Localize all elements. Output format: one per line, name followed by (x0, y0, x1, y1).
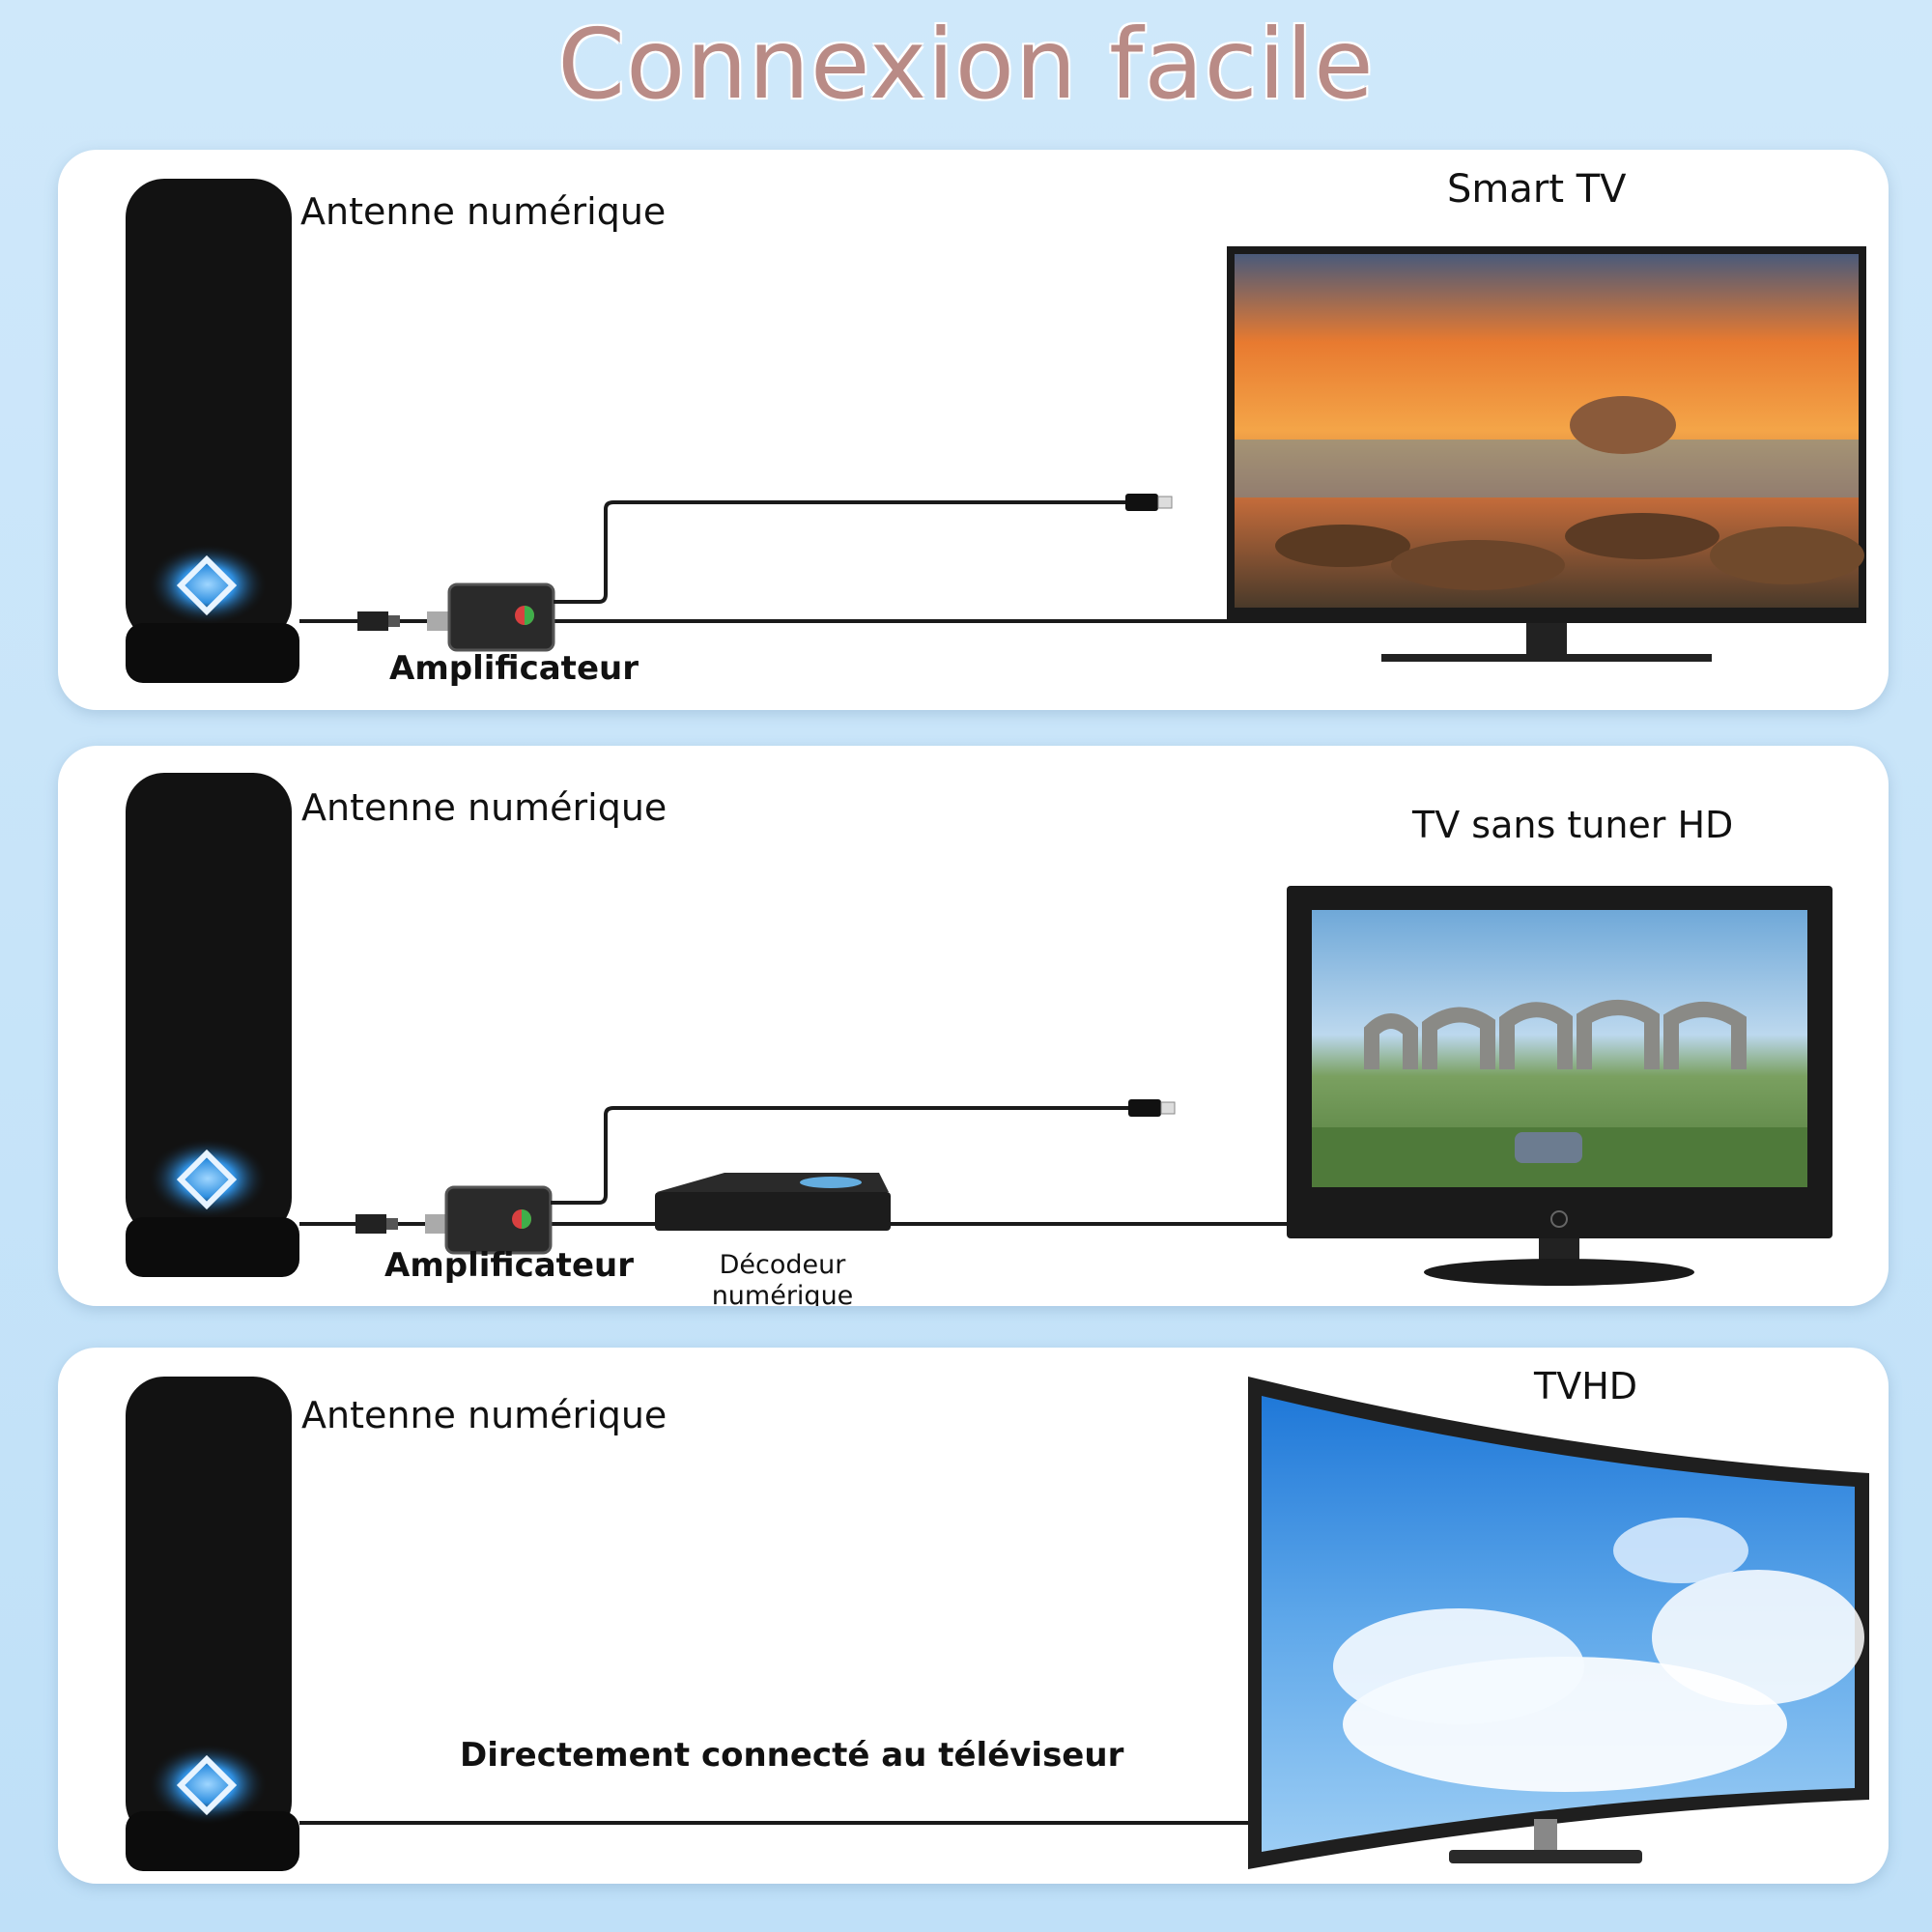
tv-icon (1227, 246, 1866, 662)
coax-connector-icon (357, 611, 448, 631)
amplifier-label: Amplificateur (384, 1246, 634, 1285)
panel-tvhd: Antenne numérique Directement connecté a… (58, 1348, 1889, 1884)
coax-connector-icon (355, 1214, 446, 1234)
antenna-label: Antenne numérique (300, 190, 667, 233)
decoder-label-line1: Décodeur (719, 1250, 846, 1280)
usb-plug-icon (1125, 494, 1173, 511)
page-title: Connexion facile (557, 8, 1375, 121)
diagram-tvhd (126, 1377, 1869, 1871)
usb-cable (551, 1106, 1128, 1205)
decoder-icon (655, 1173, 891, 1231)
amplifier-icon (447, 582, 555, 652)
direct-connection-label: Directement connecté au téléviseur (460, 1736, 1124, 1775)
tv-icon (1287, 886, 1833, 1286)
decoder-label-line2: numérique (711, 1281, 854, 1306)
tv-label: TV sans tuner HD (1412, 804, 1734, 846)
tv-icon (1248, 1377, 1869, 1869)
antenna-icon (126, 1377, 299, 1871)
antenna-icon (126, 773, 299, 1277)
panel-smart-tv: Antenne numérique Amplificateur Smart TV (58, 150, 1889, 710)
diagram-smart-tv (126, 179, 1866, 683)
tv-label: Smart TV (1447, 167, 1627, 212)
antenna-label: Antenne numérique (301, 786, 668, 829)
diagram-tv-sans-tuner (126, 773, 1833, 1286)
decoder-label: Décodeur numérique (686, 1250, 879, 1306)
usb-plug-icon (1128, 1099, 1176, 1117)
tv-label: TVHD (1534, 1365, 1638, 1407)
amplifier-icon (444, 1185, 553, 1255)
usb-cable (554, 500, 1125, 604)
amplifier-label: Amplificateur (389, 649, 639, 688)
panel-tv-sans-tuner: Antenne numérique Amplificateur Décodeur… (58, 746, 1889, 1306)
antenna-icon (126, 179, 299, 683)
antenna-label: Antenne numérique (301, 1394, 668, 1436)
